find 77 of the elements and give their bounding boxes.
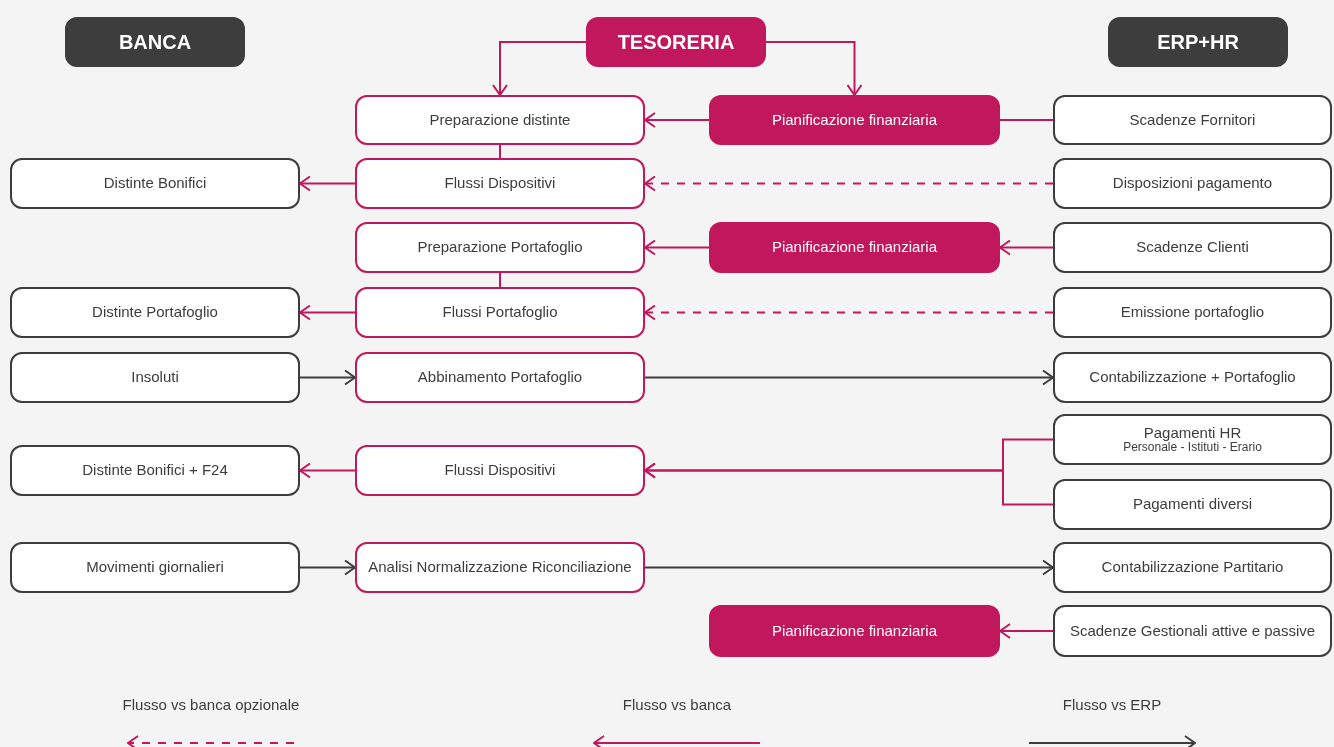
node-label: Distinte Bonifici	[103, 175, 207, 192]
process-box	[10, 158, 300, 209]
arrow	[644, 112, 710, 128]
arrow	[644, 462, 1054, 506]
planning-box	[709, 222, 1000, 273]
process-box	[355, 222, 645, 273]
process-box	[10, 287, 300, 338]
process-box	[1053, 95, 1332, 145]
process-box	[355, 287, 645, 338]
node-label: Distinte Bonifici + F24	[82, 462, 228, 479]
process-box	[1053, 352, 1332, 403]
process-box	[355, 95, 645, 145]
connector-line	[499, 272, 501, 288]
node-label: Pagamenti HR	[1143, 424, 1242, 442]
arrow	[999, 623, 1054, 639]
node-label: Insoluti	[131, 369, 179, 386]
process-box	[1053, 287, 1332, 338]
dashed-arrow	[644, 304, 1054, 321]
process-box	[10, 445, 300, 496]
node-label: Pianificazione finanziaria	[771, 239, 938, 256]
process-box	[1053, 222, 1332, 273]
node-label: Abbinamento Portafoglio	[417, 369, 583, 386]
node-label: TESORERIA	[617, 31, 735, 53]
column-header	[586, 17, 766, 67]
process-box	[355, 445, 645, 496]
node-label: Movimenti giornalieri	[86, 559, 224, 576]
node-label: Contabilizzazione + Portafoglio	[1089, 369, 1296, 386]
arrow	[299, 175, 356, 192]
node-label: Disposizioni pagamento	[1112, 175, 1273, 192]
process-box	[1053, 542, 1332, 593]
arrow	[644, 239, 710, 256]
legend-label: Flusso vs banca	[622, 695, 732, 715]
node-label: Analisi Normalizzazione Riconciliazione	[368, 559, 632, 576]
arrow	[299, 304, 356, 321]
node-label: Flussi Dispositivi	[444, 462, 556, 479]
node-label: Preparazione distinte	[429, 111, 571, 129]
arrow	[299, 462, 356, 479]
process-box	[355, 542, 645, 593]
node-label: Contabilizzazione Partitario	[1101, 559, 1284, 576]
connector-line	[499, 144, 501, 159]
process-box	[1053, 605, 1332, 657]
node-label: Pianificazione finanziaria	[771, 111, 938, 129]
legend-label: Flusso vs ERP	[1062, 695, 1162, 715]
node-label: Scadenze Clienti	[1136, 239, 1249, 256]
arrow	[999, 239, 1054, 256]
node-label: Emissione portafoglio	[1120, 304, 1265, 321]
process-box	[1053, 479, 1332, 530]
arrow	[644, 559, 1054, 576]
process-box	[355, 158, 645, 209]
connector-line	[999, 119, 1054, 121]
arrow	[644, 369, 1054, 386]
node-label: Flussi Portafoglio	[442, 304, 558, 321]
node-label: Distinte Portafoglio	[92, 304, 218, 321]
arrow	[765, 41, 863, 96]
node-label: Pagamenti diversi	[1132, 496, 1253, 513]
node-label: Preparazione Portafoglio	[417, 239, 583, 256]
node-label: Scadenze Fornitori	[1129, 111, 1256, 129]
process-box	[1053, 414, 1332, 465]
node-label: Pianificazione finanziaria	[771, 622, 938, 640]
node-label: Flussi Dispositivi	[444, 175, 556, 192]
node-label: Scadenze Gestionali attive e passive	[1069, 622, 1316, 640]
node-label: Personale - Istituti - Erario	[1123, 441, 1262, 455]
arrow	[492, 41, 587, 96]
process-box	[1053, 158, 1332, 209]
legend-label: Flusso vs banca opzionale	[122, 695, 300, 715]
column-header	[1108, 17, 1288, 67]
planning-box	[709, 95, 1000, 145]
column-header	[65, 17, 245, 67]
planning-box	[709, 605, 1000, 657]
node-label: ERP+HR	[1157, 31, 1239, 53]
process-box	[355, 352, 645, 403]
arrow	[299, 559, 356, 576]
node-label: BANCA	[118, 31, 192, 53]
process-box	[10, 352, 300, 403]
dashed-arrow	[644, 175, 1054, 192]
process-box	[10, 542, 300, 593]
arrow	[299, 369, 356, 386]
